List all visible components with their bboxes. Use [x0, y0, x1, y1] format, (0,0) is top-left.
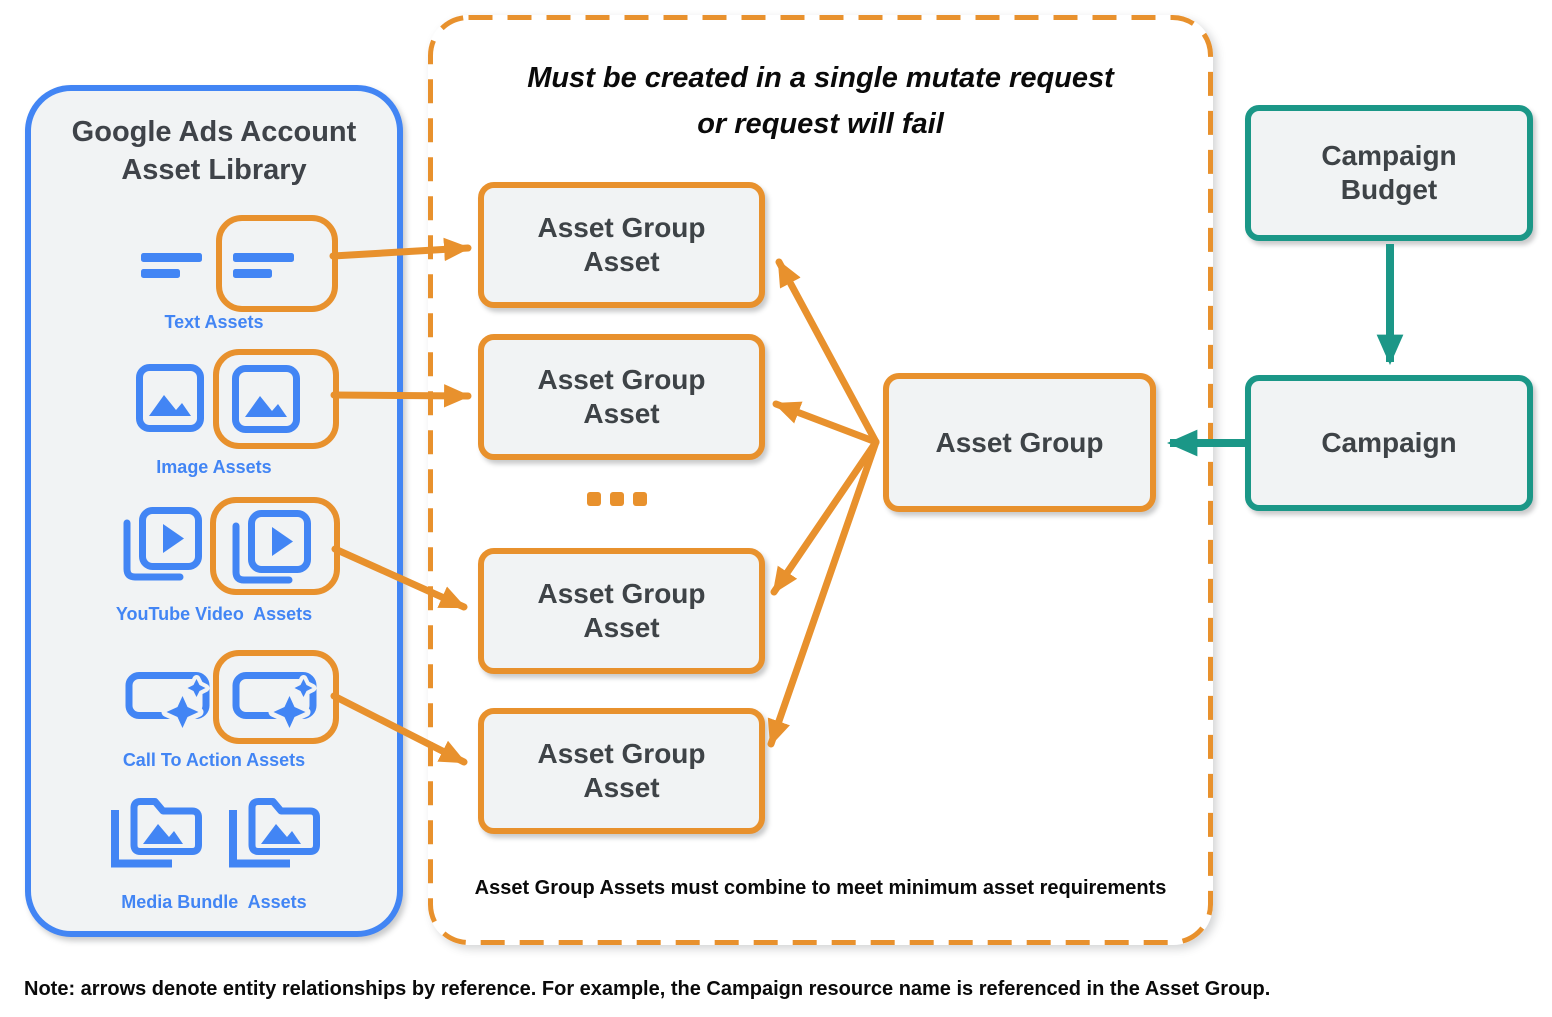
image-assets-label: Image Assets	[156, 457, 272, 477]
asset-group-asset-label-line2: Asset	[583, 612, 660, 643]
more-asset-group-assets-ellipsis: ...	[478, 492, 765, 506]
media-bundle-assets-label: Media Bundle Assets	[121, 892, 307, 912]
ellipsis-dot	[610, 492, 624, 506]
youtube-video-asset-icon	[122, 507, 202, 589]
asset-group-asset-box: Asset Group Asset	[478, 708, 765, 834]
asset-group-asset-label-line1: Asset Group	[537, 738, 706, 769]
asset-group-asset-label-line1: Asset Group	[537, 578, 706, 609]
youtube-video-assets-label: YouTube Video Assets	[115, 604, 313, 624]
mutate-request-title-line2: or request will fail	[697, 108, 944, 140]
mutate-request-title: Must be created in a single mutate reque…	[428, 55, 1213, 147]
asset-library-panel: Google Ads Account Asset Library Text As…	[25, 85, 403, 937]
media-bundle-asset-icon	[110, 792, 204, 879]
image-asset-highlight-box	[213, 349, 339, 449]
text-asset-icon	[141, 253, 202, 283]
asset-group-asset-label-line1: Asset Group	[537, 212, 706, 243]
text-asset-highlight-box	[216, 215, 338, 312]
ellipsis-dot	[587, 492, 601, 506]
campaign-box: Campaign	[1245, 375, 1533, 511]
campaign-label: Campaign	[1321, 427, 1457, 458]
asset-library-title: Google Ads Account Asset Library	[31, 113, 397, 189]
asset-group-asset-label-line2: Asset	[583, 772, 660, 803]
call-to-action-assets-label: Call To Action Assets	[122, 750, 306, 770]
call-to-action-asset-highlight-box	[213, 650, 339, 744]
campaign-budget-box: Campaign Budget	[1245, 105, 1533, 241]
call-to-action-asset-icon	[231, 666, 326, 737]
asset-group-asset-label-line2: Asset	[583, 398, 660, 429]
image-asset-icon	[232, 365, 300, 438]
campaign-budget-label-line1: Campaign	[1321, 140, 1457, 171]
asset-group-asset-box: Asset Group Asset	[478, 334, 765, 460]
call-to-action-asset-icon	[124, 666, 219, 737]
reference-note: Note: arrows denote entity relationships…	[24, 978, 1271, 1000]
asset-group-asset-box: Asset Group Asset	[478, 548, 765, 674]
text-asset-icon	[233, 253, 294, 283]
asset-library-title-line2: Asset Library	[121, 154, 307, 186]
asset-group-asset-label-line2: Asset	[583, 246, 660, 277]
text-assets-label: Text Assets	[164, 312, 264, 332]
image-asset-icon	[136, 364, 204, 437]
asset-library-title-line1: Google Ads Account	[71, 116, 357, 148]
ellipsis-dot	[633, 492, 647, 506]
asset-group-asset-label-line1: Asset Group	[537, 364, 706, 395]
asset-group-label: Asset Group	[935, 426, 1104, 458]
media-bundle-asset-icon	[228, 792, 322, 879]
asset-group-asset-box: Asset Group Asset	[478, 182, 765, 308]
mutate-request-title-line1: Must be created in a single mutate reque…	[527, 62, 1114, 94]
youtube-video-asset-highlight-box	[210, 497, 340, 595]
asset-group-box: Asset Group	[883, 373, 1156, 512]
campaign-budget-label-line2: Budget	[1340, 174, 1438, 205]
youtube-video-asset-icon	[231, 510, 311, 592]
asset-requirements-footnote: Asset Group Assets must combine to meet …	[474, 877, 1167, 899]
